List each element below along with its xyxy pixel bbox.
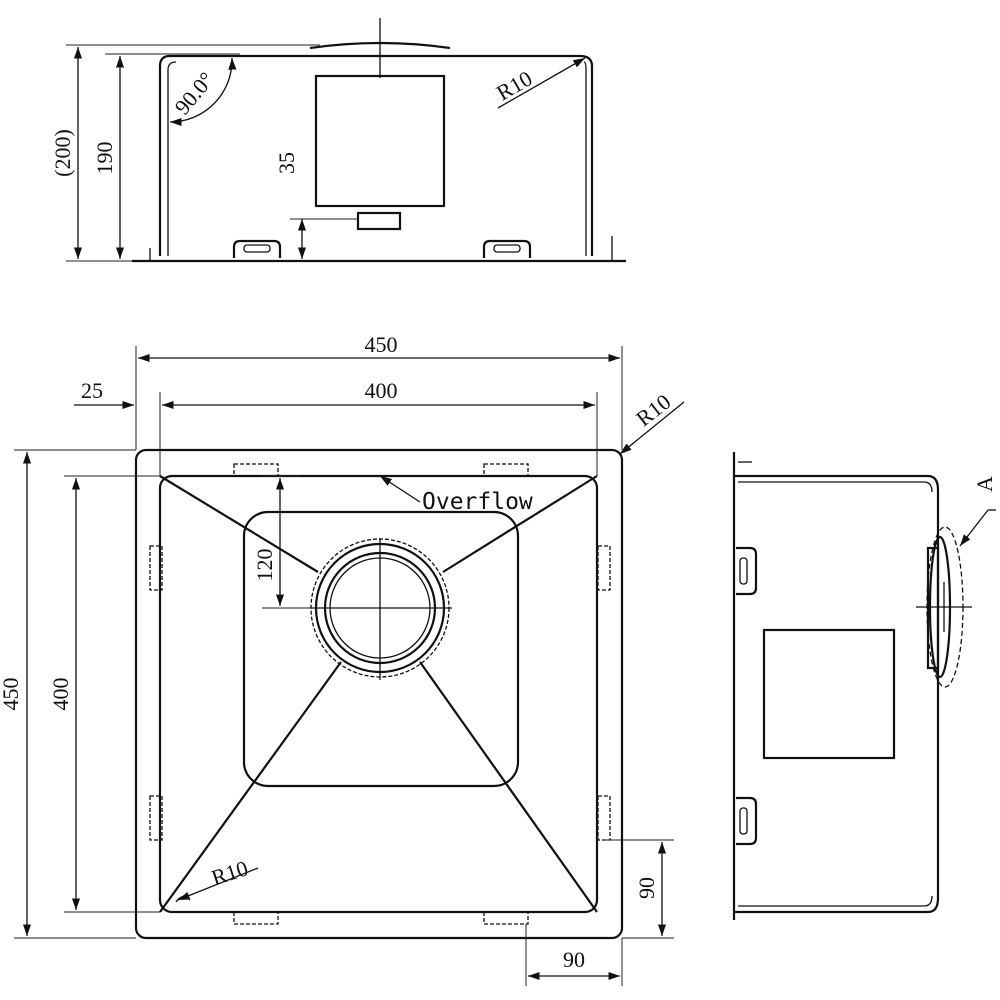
dim-plan-outer-width: 450 xyxy=(365,332,398,357)
side-detail-label: A xyxy=(972,476,997,492)
dim-plan-inner-height: 400 xyxy=(48,678,73,711)
dim-total-height: (200) xyxy=(50,129,75,177)
dim-bowl-height: 190 xyxy=(92,142,117,175)
front-overflow-slot xyxy=(356,211,402,231)
dim-corner-radius: R10 xyxy=(208,855,251,890)
dim-plan-outer-height: 450 xyxy=(0,678,23,711)
dim-plan-outer-radius: R10 xyxy=(631,389,675,431)
svg-text:SSD: SSD xyxy=(364,218,382,229)
side-clip-top xyxy=(736,546,758,596)
dim-front-radius: R10 xyxy=(492,66,536,106)
plan-inner-bowl xyxy=(158,474,599,914)
dim-clip-vertical: 90 xyxy=(634,877,659,899)
front-bowl-outline xyxy=(158,54,594,256)
side-overflow xyxy=(916,526,972,688)
dim-drain-offset: 120 xyxy=(252,549,277,582)
plan-view xyxy=(134,448,624,940)
front-label-plate xyxy=(314,74,446,208)
dim-overflow-height: 35 xyxy=(274,152,299,174)
dim-plan-inner-width: 400 xyxy=(365,378,398,403)
dim-clip-horizontal: 90 xyxy=(563,947,585,972)
front-clip-left xyxy=(232,239,282,258)
plan-mount-clips xyxy=(149,463,611,925)
front-dimensions: (200) 190 90.0° R10 35 xyxy=(50,44,586,262)
plan-drain xyxy=(310,538,452,680)
dim-plan-flange: 25 xyxy=(81,378,103,403)
plan-overflow-label: Overflow xyxy=(422,489,533,515)
side-bowl-outline xyxy=(734,474,940,914)
side-label-plate xyxy=(762,628,896,760)
plan-outer-flange xyxy=(134,448,624,940)
front-view: SSD xyxy=(132,18,626,263)
front-clip-right xyxy=(482,239,532,258)
dim-angle: 90.0° xyxy=(169,67,219,119)
side-clip-bottom xyxy=(736,796,758,846)
plan-dimensions: 450 400 25 R10 Overflow 120 450 400 R10 … xyxy=(0,332,685,986)
side-view: A xyxy=(732,452,997,920)
